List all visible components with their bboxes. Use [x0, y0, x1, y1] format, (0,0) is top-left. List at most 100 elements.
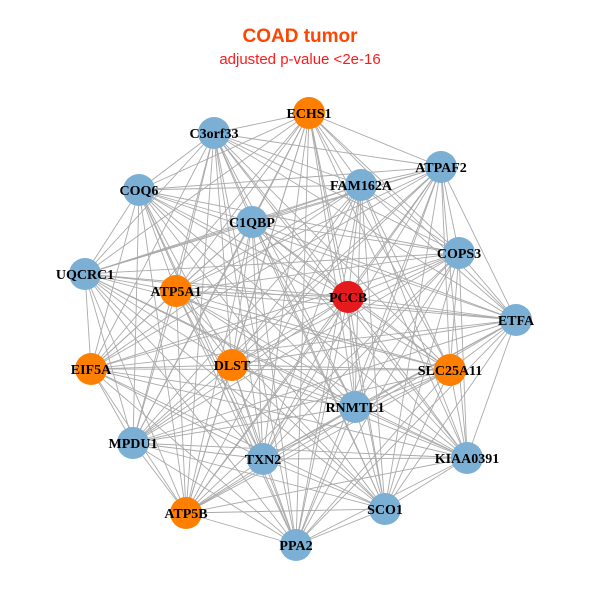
node-circle — [236, 206, 268, 238]
edge-EIF5A-RNMTL1 — [90, 368, 356, 408]
node-ppa2: PPA2 — [279, 529, 313, 561]
node-label: ATP5A1 — [150, 285, 201, 300]
edge-ATP5B-SCO1 — [185, 508, 386, 514]
edge-COPS3-RNMTL1 — [354, 252, 460, 408]
edge-ECHS1-C3orf33 — [213, 112, 310, 134]
node-atpaf2: ATPAF2 — [415, 151, 467, 183]
node-circle — [117, 427, 149, 459]
node-circle — [339, 391, 371, 423]
edge-C3orf33-ATPAF2 — [213, 132, 442, 168]
edge-C1QBP-MPDU1 — [132, 221, 253, 444]
node-circle — [247, 443, 279, 475]
edge-ETFA-SCO1 — [384, 319, 517, 510]
edge-COPS3-MPDU1 — [132, 252, 460, 444]
node-circle — [69, 258, 101, 290]
edge-COQ6-DLST — [138, 189, 233, 366]
edge-C3orf33-PPA2 — [213, 132, 297, 546]
edge-COPS3-PPA2 — [295, 252, 460, 546]
node-label: RNMTL1 — [325, 401, 384, 416]
edge-ETFA-KIAA0391 — [466, 319, 517, 459]
edge-ECHS1-ATPAF2 — [308, 112, 442, 168]
node-label: PCCB — [329, 291, 367, 306]
node-circle — [443, 237, 475, 269]
node-label: DLST — [214, 359, 251, 374]
edge-DLST-RNMTL1 — [231, 364, 356, 408]
edge-ATPAF2-EIF5A — [90, 166, 442, 370]
edge-PCCB-PPA2 — [295, 296, 349, 546]
node-eif5a: EIF5A — [71, 353, 112, 385]
edge-C1QBP-UQCRC1 — [84, 221, 253, 275]
edge-ATPAF2-MPDU1 — [132, 166, 442, 444]
edge-ATPAF2-SLC25A11 — [440, 166, 451, 371]
edge-PCCB-DLST — [231, 296, 349, 366]
edge-COPS3-KIAA0391 — [458, 252, 468, 459]
edge-DLST-ATP5B — [185, 364, 233, 514]
node-rnmtl1: RNMTL1 — [325, 391, 385, 423]
edge-COQ6-UQCRC1 — [84, 189, 140, 275]
edge-C3orf33-ETFA — [213, 132, 517, 321]
edge-FAM162A-MPDU1 — [132, 184, 362, 444]
edge-EIF5A-KIAA0391 — [90, 368, 468, 459]
edge-FAM162A-COPS3 — [360, 184, 460, 254]
edge-PCCB-TXN2 — [262, 296, 349, 460]
edge-ATPAF2-ATP5B — [185, 166, 442, 514]
edge-FAM162A-PPA2 — [295, 184, 362, 546]
node-circle — [425, 151, 457, 183]
edge-UQCRC1-PCCB — [84, 273, 349, 298]
edge-PCCB-ETFA — [347, 296, 517, 321]
edge-RNMTL1-TXN2 — [262, 406, 356, 460]
node-pccb: PCCB — [329, 281, 367, 313]
edge-ETFA-EIF5A — [90, 319, 517, 370]
node-label: TXN2 — [245, 453, 282, 468]
node-etfa: ETFA — [498, 304, 535, 336]
node-echs1: ECHS1 — [286, 97, 332, 129]
edge-RNMTL1-KIAA0391 — [354, 406, 468, 459]
edge-ATP5A1-PCCB — [175, 290, 349, 298]
edge-ATP5A1-SCO1 — [175, 290, 386, 510]
edge-EIF5A-TXN2 — [90, 368, 264, 460]
edge-UQCRC1-DLST — [84, 273, 233, 366]
node-label: MPDU1 — [109, 437, 158, 452]
node-circle — [332, 281, 364, 313]
node-label: ECHS1 — [286, 107, 331, 122]
edge-UQCRC1-SLC25A11 — [84, 273, 451, 371]
node-atp5a1: ATP5A1 — [150, 275, 202, 307]
edge-ECHS1-ETFA — [308, 112, 517, 321]
edge-C1QBP-SCO1 — [251, 221, 386, 510]
node-label: ATPAF2 — [415, 161, 467, 176]
node-slc25a11: SLC25A11 — [418, 354, 483, 386]
edge-ETFA-DLST — [231, 319, 517, 366]
edge-COQ6-PCCB — [138, 189, 349, 298]
edge-COQ6-ETFA — [138, 189, 517, 321]
edge-COQ6-RNMTL1 — [138, 189, 356, 408]
edge-COPS3-ATP5A1 — [175, 252, 460, 292]
edge-TXN2-SCO1 — [262, 458, 386, 510]
edge-ATPAF2-SCO1 — [384, 166, 442, 510]
node-label: FAM162A — [330, 179, 393, 194]
edge-KIAA0391-ATP5B — [185, 457, 468, 514]
edge-ECHS1-KIAA0391 — [308, 112, 468, 459]
node-label: COQ6 — [120, 184, 159, 199]
edge-EIF5A-SLC25A11 — [90, 368, 451, 371]
node-circle — [160, 275, 192, 307]
edge-FAM162A-SCO1 — [360, 184, 386, 510]
node-label: SLC25A11 — [418, 364, 483, 379]
edge-FAM162A-ATP5B — [185, 184, 362, 514]
edge-PCCB-RNMTL1 — [347, 296, 356, 408]
edge-ECHS1-PCCB — [308, 112, 349, 298]
node-circle — [280, 529, 312, 561]
edge-RNMTL1-PPA2 — [295, 406, 356, 546]
node-label: SCO1 — [367, 503, 403, 518]
edge-ATP5B-PPA2 — [185, 512, 297, 546]
node-circle — [198, 117, 230, 149]
node-label: C1QBP — [229, 216, 275, 231]
edge-ECHS1-COPS3 — [308, 112, 460, 254]
edge-C3orf33-ATP5A1 — [175, 132, 215, 292]
edge-DLST-SLC25A11 — [231, 364, 451, 371]
edge-UQCRC1-SCO1 — [84, 273, 386, 510]
figure-subtitle: adjusted p-value <2e-16 — [219, 51, 381, 68]
node-circle — [500, 304, 532, 336]
edge-COPS3-UQCRC1 — [84, 252, 460, 275]
